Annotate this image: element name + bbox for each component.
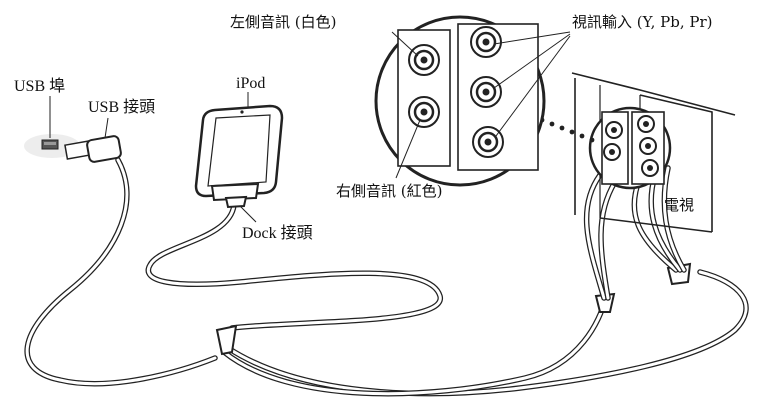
usb-cable bbox=[24, 157, 218, 387]
usb-connector-leader bbox=[104, 117, 109, 139]
ipod-device bbox=[194, 104, 284, 198]
right-audio-leader bbox=[395, 119, 421, 179]
left-audio-leader bbox=[391, 31, 419, 57]
video-input-leader-pb bbox=[493, 33, 571, 89]
av-cable-bundle bbox=[24, 157, 749, 397]
left-audio-label: 左側音訊 (白色) bbox=[230, 13, 336, 31]
tv-cable-strands bbox=[583, 165, 687, 301]
video-input-leader-pr bbox=[495, 35, 571, 137]
left-audio-jack bbox=[408, 44, 440, 76]
video-pb-jack bbox=[470, 76, 502, 108]
dock-connector bbox=[210, 182, 260, 209]
video-input-label: 視訊輸入 (Y, Pb, Pr) bbox=[572, 13, 712, 31]
zoom-dotted-line bbox=[539, 117, 595, 143]
video-pr-jack bbox=[472, 126, 504, 158]
jack-panel-zoom bbox=[374, 15, 546, 187]
dock-connector-leader bbox=[239, 205, 257, 223]
main-av-cable bbox=[221, 269, 749, 397]
video-y-jack bbox=[470, 26, 502, 58]
dock-cable bbox=[145, 202, 443, 331]
usb-connector bbox=[64, 135, 122, 163]
dock-connector-label: Dock 接頭 bbox=[242, 224, 313, 242]
right-audio-jack bbox=[408, 96, 440, 128]
ipod-label: iPod bbox=[236, 75, 265, 92]
right-audio-label: 右側音訊 (紅色) bbox=[336, 182, 442, 200]
tv-label: 電視 bbox=[664, 196, 694, 214]
cable-splitter bbox=[215, 324, 238, 356]
video-input-leader-y bbox=[493, 31, 571, 45]
usb-port-label: USB 埠 bbox=[14, 77, 65, 95]
tv-jack-zoom-small bbox=[588, 106, 672, 190]
usb-connector-label: USB 接頭 bbox=[88, 98, 155, 116]
